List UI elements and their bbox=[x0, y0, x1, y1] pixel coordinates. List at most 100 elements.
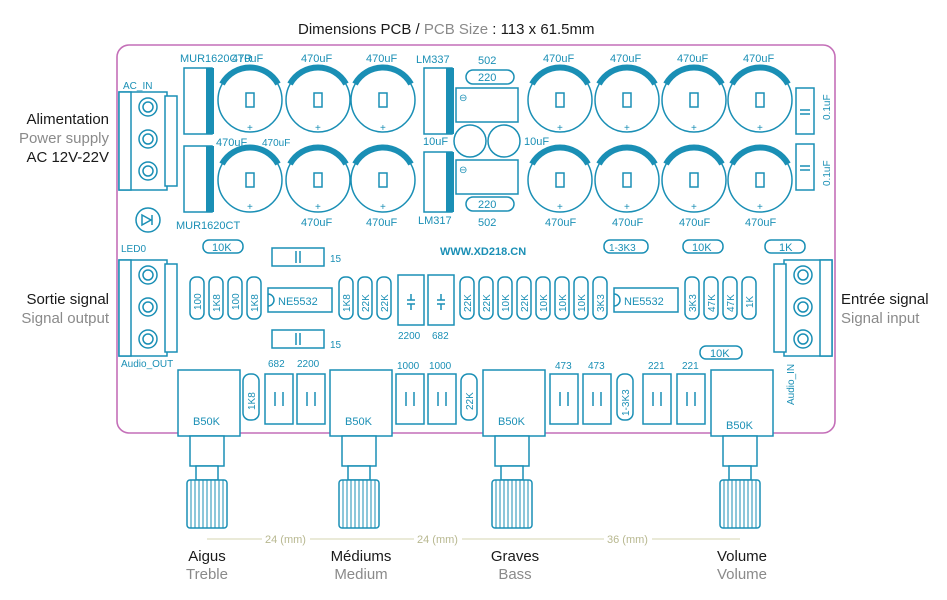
svg-text:⊖: ⊖ bbox=[459, 93, 467, 104]
svg-text:0.1uF: 0.1uF bbox=[822, 160, 833, 186]
svg-text:470uF: 470uF bbox=[679, 217, 710, 229]
svg-text:470uF: 470uF bbox=[612, 217, 643, 229]
svg-text:NE5532: NE5532 bbox=[278, 296, 318, 308]
svg-text:3K3: 3K3 bbox=[688, 294, 699, 312]
svg-text:470uF: 470uF bbox=[745, 217, 776, 229]
svg-text:502: 502 bbox=[478, 55, 496, 67]
svg-text:+: + bbox=[247, 202, 253, 213]
input-label-fr: Entrée signal bbox=[841, 291, 929, 308]
svg-text:+: + bbox=[691, 202, 697, 213]
svg-text:22K: 22K bbox=[520, 294, 531, 312]
resistor-10k-a: 10K bbox=[202, 239, 244, 254]
svg-text:+: + bbox=[380, 202, 386, 213]
svg-text:+: + bbox=[624, 123, 630, 134]
svg-text:221: 221 bbox=[682, 361, 699, 372]
knob-label-volume-en: Volume bbox=[717, 566, 767, 583]
knob-label-treble-fr: Aigus bbox=[188, 548, 226, 565]
svg-text:100: 100 bbox=[231, 293, 242, 310]
svg-text:470uF: 470uF bbox=[262, 138, 290, 149]
svg-text:470uF: 470uF bbox=[301, 53, 332, 65]
svg-text:0.1uF: 0.1uF bbox=[822, 94, 833, 120]
power-label-en: Power supply bbox=[19, 130, 110, 147]
knob-label-treble-en: Treble bbox=[186, 566, 228, 583]
svg-text:502: 502 bbox=[478, 217, 496, 229]
audio-in-terminal: Audio_IN bbox=[773, 259, 833, 405]
svg-text:15: 15 bbox=[330, 254, 342, 265]
svg-text:B50K: B50K bbox=[498, 416, 526, 428]
svg-text:+: + bbox=[557, 202, 563, 213]
svg-text:2200: 2200 bbox=[297, 359, 320, 370]
lm317: LM317 bbox=[418, 151, 454, 227]
svg-text:+: + bbox=[247, 123, 253, 134]
svg-text:10uF: 10uF bbox=[524, 136, 549, 148]
svg-text:470uF: 470uF bbox=[677, 53, 708, 65]
svg-text:470uF: 470uF bbox=[232, 53, 263, 65]
svg-text:221: 221 bbox=[648, 361, 665, 372]
spacing-3: 36 (mm) bbox=[607, 534, 648, 546]
knob-label-medium-en: Medium bbox=[334, 566, 387, 583]
svg-text:10K: 10K bbox=[558, 294, 569, 312]
svg-text:473: 473 bbox=[588, 361, 605, 372]
svg-text:47K: 47K bbox=[707, 294, 718, 312]
svg-text:LM337: LM337 bbox=[416, 54, 450, 66]
svg-text:1-3K3: 1-3K3 bbox=[609, 243, 636, 254]
svg-text:+: + bbox=[557, 123, 563, 134]
knob-label-medium-fr: Médiums bbox=[331, 548, 392, 565]
svg-text:MUR1620CT: MUR1620CT bbox=[176, 220, 240, 232]
vertical-resistors-right: 3K3 47K 47K 1K bbox=[684, 276, 757, 320]
svg-text:47K: 47K bbox=[726, 294, 737, 312]
svg-text:473: 473 bbox=[555, 361, 572, 372]
pot-volume[interactable]: B50K bbox=[710, 369, 774, 529]
cap-470-left-bottom: 470uF 470uF + + 470uF + 470uF bbox=[216, 137, 416, 229]
power-label-fr: Alimentation bbox=[26, 111, 109, 128]
svg-text:B50K: B50K bbox=[345, 416, 373, 428]
svg-text:10K: 10K bbox=[710, 348, 730, 360]
mur1620ctr: MUR1620CTR bbox=[180, 53, 252, 135]
svg-text:10uF: 10uF bbox=[423, 136, 448, 148]
svg-text:22K: 22K bbox=[482, 294, 493, 312]
svg-text:B50K: B50K bbox=[726, 420, 754, 432]
svg-text:+: + bbox=[315, 123, 321, 134]
ic-ne5532-right: NE5532 bbox=[613, 287, 679, 313]
vertical-resistors-mid: 1K8 22K 22K bbox=[338, 276, 392, 320]
power-spec: AC 12V-22V bbox=[26, 149, 109, 166]
spacing-1: 24 (mm) bbox=[265, 534, 306, 546]
cap-0.1uf-top: 0.1uF bbox=[795, 87, 833, 135]
svg-text:470uF: 470uF bbox=[543, 53, 574, 65]
title: Dimensions PCB / PCB Size : 113 x 61.5mm bbox=[298, 21, 595, 38]
svg-text:10K: 10K bbox=[692, 242, 712, 254]
svg-text:1K8: 1K8 bbox=[247, 392, 258, 410]
ac-in-terminal: AC_IN bbox=[118, 81, 178, 191]
svg-text:22K: 22K bbox=[463, 294, 474, 312]
svg-text:⊖: ⊖ bbox=[459, 165, 467, 176]
resistor-10k-c: 10K bbox=[699, 345, 743, 360]
cap-470-right-bottom: + 470uF + 470uF + 470uF + 470uF bbox=[527, 144, 793, 229]
svg-text:+: + bbox=[691, 123, 697, 134]
svg-text:22K: 22K bbox=[380, 294, 391, 312]
website-label: WWW.XD218.CN bbox=[440, 246, 526, 258]
svg-text:1K8: 1K8 bbox=[212, 294, 223, 312]
lm337: LM337 10uF bbox=[416, 54, 454, 148]
input-label-en: Signal input bbox=[841, 310, 920, 327]
medium-section: 1000 1000 22K bbox=[395, 361, 478, 425]
svg-text:220: 220 bbox=[478, 72, 496, 84]
treble-section: 1K8 682 2200 bbox=[242, 359, 326, 425]
mur1620ct: MUR1620CT bbox=[176, 145, 240, 232]
svg-text:1-3K3: 1-3K3 bbox=[621, 389, 632, 416]
pot-medium[interactable]: B50K bbox=[329, 369, 393, 529]
pot-treble[interactable]: B50K bbox=[177, 369, 241, 529]
svg-text:10K: 10K bbox=[501, 294, 512, 312]
svg-text:LM317: LM317 bbox=[418, 215, 452, 227]
ic-ne5532-left: NE5532 bbox=[267, 287, 333, 313]
svg-text:10K: 10K bbox=[539, 294, 550, 312]
resistor-10k-b: 10K bbox=[682, 239, 724, 254]
svg-text:Audio_IN: Audio_IN bbox=[786, 364, 797, 405]
svg-text:10K: 10K bbox=[577, 294, 588, 312]
cap-470-left-top: 470uF + 470uF + 470uF + bbox=[217, 53, 416, 134]
svg-text:1K8: 1K8 bbox=[250, 294, 261, 312]
svg-text:1K: 1K bbox=[745, 295, 756, 308]
cap-470-right-top: 470uF + 470uF + 470uF + 470uF + bbox=[527, 53, 793, 134]
pot-bass[interactable]: B50K bbox=[482, 369, 546, 529]
svg-text:+: + bbox=[757, 123, 763, 134]
svg-text:1000: 1000 bbox=[429, 361, 452, 372]
